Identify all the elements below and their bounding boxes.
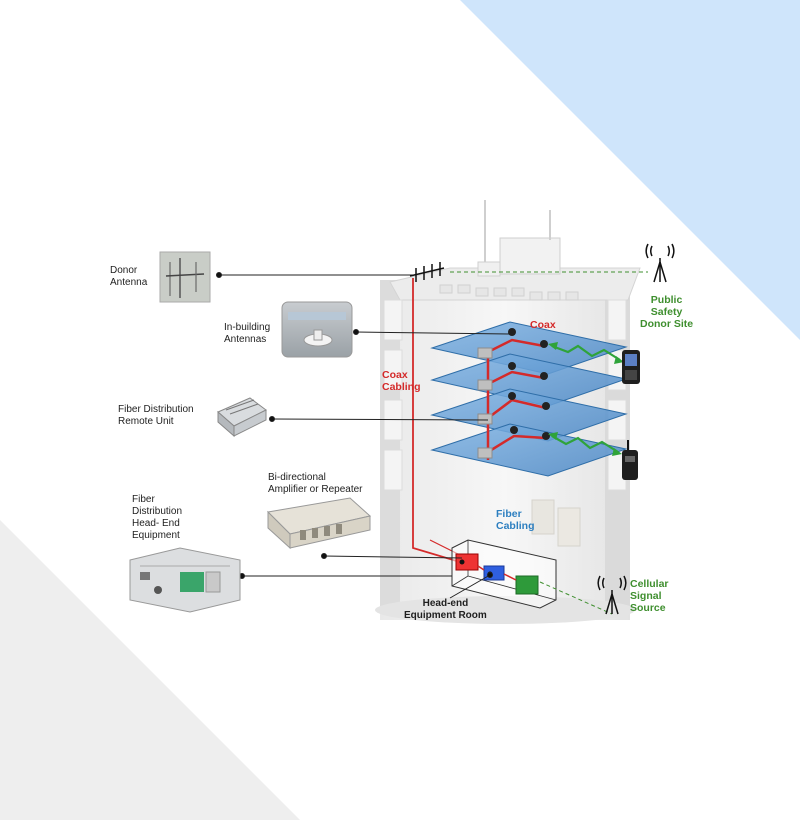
floor-plates — [430, 321, 628, 477]
cell-tower-icon — [597, 575, 627, 615]
corner-blue-shape — [460, 0, 800, 340]
fiber-cabling-label: Fiber Cabling — [496, 508, 535, 532]
cellular-source-label: Cellular Signal Source — [630, 578, 669, 614]
coax-cabling-label: Coax Cabling — [382, 369, 421, 393]
coax-top-label: Coax — [530, 319, 556, 331]
remote-unit-photo — [217, 397, 267, 438]
public-safety-label: Public Safety Donor Site — [640, 294, 694, 330]
donor-antenna-photo — [159, 251, 211, 303]
head-end-room — [451, 539, 557, 609]
phone-icon — [622, 350, 640, 384]
wireless-arrows — [551, 344, 621, 453]
cellular-link — [539, 581, 613, 615]
callout-lines — [216, 272, 511, 599]
head-end-room-label: Head-end Equipment Room — [404, 598, 487, 621]
roof-donor-antenna — [409, 262, 445, 282]
head-end-photo — [129, 547, 241, 613]
ceiling-antennas — [508, 328, 550, 440]
cell-tower-icon — [645, 243, 675, 283]
amplifier-photo — [266, 497, 372, 550]
amplifier-label: Bi-directional Amplifier or Repeater — [268, 472, 363, 495]
in-building-antenna-photo — [281, 301, 353, 358]
handheld-radio-icon — [622, 440, 638, 480]
fiber-head-end-label: Fiber Distribution Head- End Equipment — [132, 494, 183, 541]
corner-gray-shape — [0, 520, 300, 820]
donor-antenna-label: Donor Antenna — [110, 265, 148, 288]
in-building-antennas-label: In-building Antennas — [224, 322, 271, 345]
fiber-remote-unit-label: Fiber Distribution Remote Unit — [118, 404, 194, 427]
